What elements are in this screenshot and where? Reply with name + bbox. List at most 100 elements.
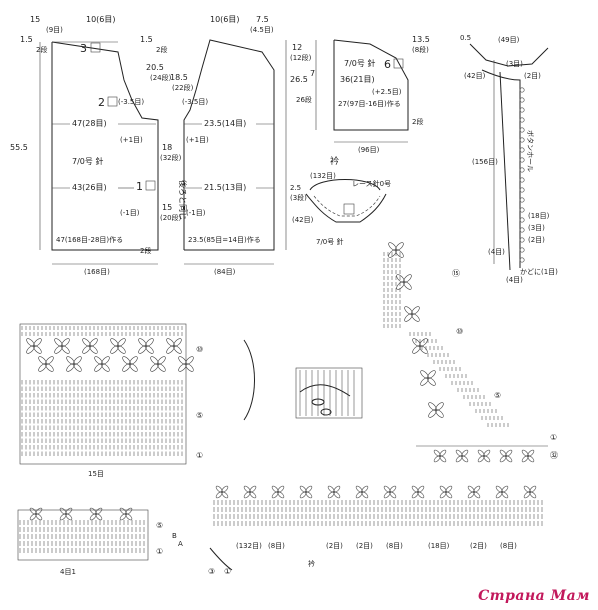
sleeve-width-36: 36(21目): [340, 75, 375, 84]
picot: [519, 147, 525, 153]
picot: [519, 97, 525, 103]
watermark: Страна Мам: [478, 588, 590, 604]
back-top-width: 15: [30, 15, 40, 24]
band-bottom-corner: かどに(1目): [520, 268, 558, 276]
back-inc: (+1目): [120, 136, 143, 144]
sleeve-inc: (+2.5目): [372, 88, 402, 96]
sleeve-hook: 7/0号 針: [344, 58, 375, 68]
body-mesh: [21, 326, 183, 456]
collar-hook2: 7/0号 針: [316, 237, 344, 246]
edge-2b: (2目): [356, 542, 373, 550]
flower-motif: [439, 449, 447, 457]
flower-motif: [417, 485, 425, 493]
picot: [519, 87, 525, 93]
body-row-1: ①: [196, 451, 203, 460]
front-neck: 7.5: [256, 15, 269, 24]
band-stitch-chart: ⑤ ① B A 4目1: [17, 507, 183, 576]
band-label-b: B: [172, 532, 177, 540]
front-rows-18: (32段): [160, 153, 182, 162]
sleeve-rows-2: 2段: [412, 117, 423, 126]
flower-motif: [73, 356, 82, 365]
flower-motif: [117, 338, 126, 347]
leaf-grid: [299, 370, 355, 416]
edge-132: (132目): [236, 542, 262, 550]
sleeve-top: 13.5: [412, 35, 430, 44]
band-label-a: A: [178, 540, 183, 548]
flower-motif: [129, 356, 138, 365]
front-bottom-total: (84目): [214, 268, 236, 276]
flower-motif: [95, 507, 103, 515]
sleeve-cap: 12: [292, 43, 302, 52]
body-flowers: [26, 338, 194, 372]
corner-row-15: ⑮: [452, 269, 460, 278]
corner-row-1: ①: [550, 433, 557, 442]
edge-8c: (8目): [500, 542, 517, 550]
flower-motif: [277, 485, 285, 493]
flower-motif: [157, 356, 166, 365]
flower-motif: [403, 274, 412, 283]
flower-motif: [333, 485, 341, 493]
flower-motif: [305, 485, 313, 493]
front-width-215: 21.5(13目): [204, 183, 246, 192]
edge-mesh: [213, 485, 543, 526]
front-depth-205: 20.5: [146, 63, 164, 72]
picot: [519, 177, 525, 183]
flower-motif: [145, 338, 154, 347]
front-dec: (-1目): [186, 209, 206, 217]
flower-motif: [501, 485, 509, 493]
front-rows-185: (22段): [172, 83, 194, 92]
back-dec: (-1目): [120, 209, 140, 217]
front-band-schematic: 0.5 (49目) (3目) (2目) (42目) ボタンホール (156目) …: [460, 34, 558, 284]
back-width-47: 47(28目): [72, 119, 107, 128]
sleeve-height: 26.5: [290, 75, 308, 84]
marker-2: 2: [98, 96, 105, 109]
flower-motif: [125, 507, 133, 515]
front-rows-205: (24段): [150, 73, 172, 82]
front-depth-15: 15: [162, 203, 172, 212]
edge-8b: (8目): [386, 542, 403, 550]
corner-row-5: ⑤: [494, 391, 501, 400]
flower-motif: [445, 485, 453, 493]
band-rows-2: (2目): [524, 72, 541, 80]
band-buttonhole: ボタンホール: [526, 130, 535, 172]
picot: [519, 127, 525, 133]
band-sts-156: (156目): [472, 158, 498, 166]
back-hook: 7/0号 針: [72, 156, 103, 166]
front-depth-18: 18: [162, 143, 172, 152]
flower-motif: [505, 449, 513, 457]
flower-motif: [65, 507, 73, 515]
edging-stitch-chart: (132目) (8目) (2目) (2目) (8目) (18目) (2目) (8…: [208, 485, 543, 576]
band-top-left: 0.5: [460, 34, 471, 42]
edge-name: 衿: [308, 559, 315, 568]
edge-2c: (2目): [470, 542, 487, 550]
back-shoulder: 1.5: [20, 35, 33, 44]
picot: [519, 207, 525, 213]
back-side-rows: 2段: [140, 246, 151, 255]
back-shoulder-rows: 2段: [36, 45, 47, 54]
band-sts-3: (3目): [528, 224, 545, 232]
flower-motif: [221, 485, 229, 493]
flower-motif: [173, 338, 182, 347]
front-width-235: 23.5(14目): [204, 119, 246, 128]
flower-motif: [435, 402, 444, 411]
band-sts-18: (18目): [528, 212, 550, 220]
picot: [519, 247, 525, 253]
sleeve-schematic: 13.5 (8段) 12 (12段) 7 26.5 26段 6 7/0号 針 3…: [290, 35, 430, 154]
front-same-note: 後ろと同じ: [178, 180, 188, 220]
flower-motif: [361, 485, 369, 493]
collar-detail: 衿 (132目) レース針0号 2.5 (3段) (42目) 7/0号 針: [290, 155, 391, 246]
picot: [519, 137, 525, 143]
band-top-sts: (49目): [498, 36, 520, 44]
picot: [519, 187, 525, 193]
band-side: (42目): [464, 72, 486, 80]
band-row-5: ⑤: [156, 521, 163, 530]
back-bottom-cast: 47(168目-28目)作る: [56, 235, 123, 244]
sleeve-top-rows: (8段): [412, 45, 429, 54]
corner-stitch-chart: ⑮ ⑩ ⑤ ① ㉜: [383, 242, 558, 463]
front-dec-3: (-3.5目): [182, 98, 208, 106]
edge-8a: (8目): [268, 542, 285, 550]
flower-motif: [389, 485, 397, 493]
band-bottom-4b: (4目): [506, 276, 523, 284]
sleeve-rows-26: 26段: [296, 95, 312, 104]
